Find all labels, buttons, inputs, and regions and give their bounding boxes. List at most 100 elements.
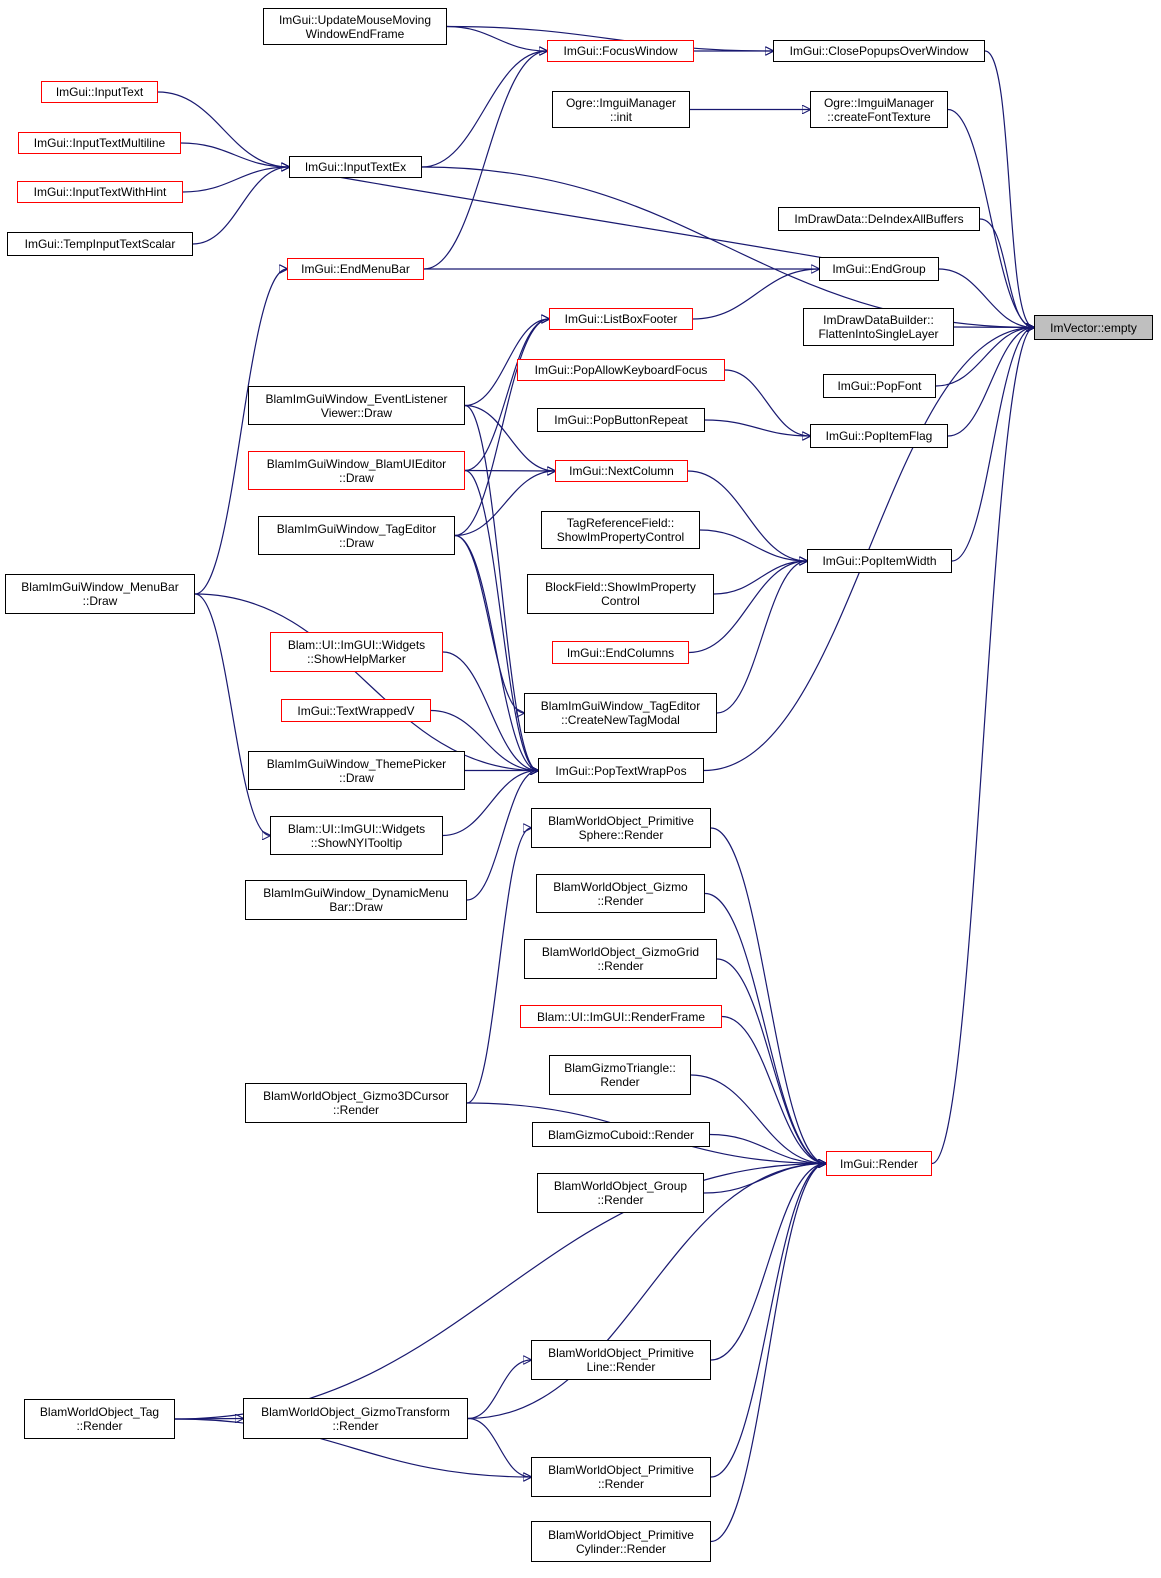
edge-tag-editor-draw-to-pop-text-wrap (454, 534, 538, 771)
edge-create-tag-modal-to-pop-item-width (716, 561, 807, 714)
edge-update-mouse-to-close-popups (446, 25, 773, 52)
graph-node-gizmo-triangle[interactable]: BlamGizmoTriangle:: Render (549, 1055, 691, 1095)
graph-node-end-group[interactable]: ImGui::EndGroup (819, 257, 939, 281)
edge-input-ex-to-empty (421, 166, 1034, 328)
edge-gizmo-3dcursor-to-prim-sphere (466, 828, 531, 1104)
edge-imgui-render-to-empty (931, 328, 1034, 1165)
graph-node-dynamic-menubar[interactable]: BlamImGuiWindow_DynamicMenu Bar::Draw (245, 880, 467, 920)
graph-node-render-frame[interactable]: Blam::UI::ImGUI::RenderFrame (520, 1005, 722, 1028)
graph-node-tag-ref-field[interactable]: TagReferenceField:: ShowImPropertyContro… (541, 511, 700, 549)
graph-node-tag-editor-draw[interactable]: BlamImGuiWindow_TagEditor ::Draw (258, 516, 455, 555)
graph-node-gizmo[interactable]: BlamWorldObject_Gizmo ::Render (536, 874, 705, 913)
edge-temp-scalar-to-input-ex (192, 167, 289, 245)
edge-pop-allow-kb-to-pop-item-flag (724, 369, 810, 436)
graph-node-pop-item-flag[interactable]: ImGui::PopItemFlag (810, 424, 948, 448)
graph-node-input-hint[interactable]: ImGui::InputTextWithHint (17, 181, 183, 203)
graph-node-pop-button-repeat[interactable]: ImGui::PopButtonRepeat (537, 408, 705, 432)
graph-node-help-marker[interactable]: Blam::UI::ImGUI::Widgets ::ShowHelpMarke… (270, 632, 443, 672)
edge-render-frame-to-imgui-render (721, 1015, 826, 1164)
graph-node-gizmo-3dcursor[interactable]: BlamWorldObject_Gizmo3DCursor ::Render (245, 1083, 467, 1123)
graph-node-next-column[interactable]: ImGui::NextColumn (555, 460, 688, 482)
graph-node-menubar-draw[interactable]: BlamImGuiWindow_MenuBar ::Draw (5, 574, 195, 614)
graph-node-focus-window[interactable]: ImGui::FocusWindow (547, 40, 694, 62)
graph-node-group-render[interactable]: BlamWorldObject_Group ::Render (537, 1173, 704, 1213)
graph-node-imgui-render[interactable]: ImGui::Render (826, 1151, 932, 1176)
edge-flatten-to-empty (953, 327, 1034, 328)
graph-node-listbox-footer[interactable]: ImGui::ListBoxFooter (549, 308, 693, 330)
edge-menubar-draw-to-nyi-tooltip (194, 593, 270, 836)
graph-node-gizmo-transform[interactable]: BlamWorldObject_GizmoTransform ::Render (243, 1398, 468, 1439)
graph-node-close-popups[interactable]: ImGui::ClosePopupsOverWindow (773, 40, 985, 62)
graph-node-nyi-tooltip[interactable]: Blam::UI::ImGUI::Widgets ::ShowNYIToolti… (270, 816, 443, 855)
edge-blam-ui-editor-to-next-column (464, 471, 555, 472)
graph-node-end-columns[interactable]: ImGui::EndColumns (552, 641, 689, 664)
graph-node-pop-item-width[interactable]: ImGui::PopItemWidth (807, 549, 952, 573)
graph-node-block-field[interactable]: BlockField::ShowImProperty Control (527, 574, 714, 614)
edge-end-group-to-empty (938, 268, 1034, 328)
edge-tag-ref-field-to-pop-item-width (699, 529, 807, 561)
edge-gizmo-triangle-to-imgui-render (690, 1074, 826, 1164)
edge-tag-editor-draw-to-next-column (454, 471, 555, 537)
edge-listbox-footer-to-end-group (692, 269, 819, 320)
graph-node-pop-allow-kb[interactable]: ImGui::PopAllowKeyboardFocus (517, 359, 725, 381)
edge-next-column-to-pop-item-width (687, 470, 807, 561)
edge-prim-line-to-imgui-render (710, 1164, 826, 1361)
edge-gizmo-grid-to-imgui-render (716, 958, 826, 1164)
edge-nyi-tooltip-to-pop-text-wrap (442, 771, 538, 837)
graph-node-input-text[interactable]: ImGui::InputText (41, 81, 158, 103)
graph-node-deindex[interactable]: ImDrawData::DeIndexAllBuffers (778, 207, 980, 231)
edge-input-text-to-input-ex (157, 91, 289, 167)
graph-node-ogre-font[interactable]: Ogre::ImguiManager ::createFontTexture (810, 91, 948, 128)
edge-pop-item-width-to-empty (951, 328, 1034, 562)
graph-node-input-ex[interactable]: ImGui::InputTextEx (289, 156, 422, 178)
edge-end-columns-to-pop-item-width (688, 561, 807, 654)
edge-gizmo-transform-to-imgui-render (467, 1164, 826, 1420)
edge-prim-cylinder-to-imgui-render (710, 1164, 826, 1543)
edge-menubar-draw-to-end-menubar (194, 269, 287, 595)
edge-help-marker-to-pop-text-wrap (442, 651, 538, 771)
edge-event-listener-to-next-column (464, 404, 555, 472)
edge-tag-render-to-imgui-render (174, 1164, 826, 1420)
edge-pop-button-repeat-to-pop-item-flag (704, 419, 810, 436)
edge-input-hint-to-input-ex (182, 167, 289, 193)
edge-update-mouse-to-focus-window (446, 25, 547, 52)
edge-tag-editor-draw-to-listbox-footer (454, 319, 549, 537)
graph-node-end-menubar[interactable]: ImGui::EndMenuBar (287, 258, 424, 280)
edge-pop-item-flag-to-empty (947, 328, 1034, 437)
graph-node-theme-picker[interactable]: BlamImGuiWindow_ThemePicker ::Draw (248, 751, 465, 790)
graph-node-prim-render[interactable]: BlamWorldObject_Primitive ::Render (531, 1457, 711, 1497)
graph-node-gizmo-grid[interactable]: BlamWorldObject_GizmoGrid ::Render (524, 939, 717, 979)
edge-gizmo-to-imgui-render (704, 892, 826, 1164)
graph-node-prim-cylinder[interactable]: BlamWorldObject_Primitive Cylinder::Rend… (531, 1521, 711, 1562)
graph-node-event-listener[interactable]: BlamImGuiWindow_EventListener Viewer::Dr… (248, 386, 465, 425)
graph-node-input-multiline[interactable]: ImGui::InputTextMultiline (18, 132, 181, 154)
edge-text-wrapped-to-pop-text-wrap (430, 709, 538, 771)
edge-dynamic-menubar-to-pop-text-wrap (466, 771, 538, 901)
graph-node-ogre-init[interactable]: Ogre::ImguiManager ::init (552, 91, 690, 128)
edge-input-ex-to-focus-window (421, 51, 547, 168)
edge-prim-render-to-imgui-render (710, 1164, 826, 1478)
graph-node-blam-ui-editor[interactable]: BlamImGuiWindow_BlamUIEditor ::Draw (248, 451, 465, 490)
edge-gizmo-cuboid-to-imgui-render (709, 1133, 826, 1164)
edge-event-listener-to-listbox-footer (464, 319, 549, 407)
edge-prim-sphere-to-imgui-render (710, 827, 826, 1164)
graph-node-update-mouse[interactable]: ImGui::UpdateMouseMoving WindowEndFrame (263, 8, 447, 45)
graph-node-prim-line[interactable]: BlamWorldObject_Primitive Line::Render (531, 1340, 711, 1380)
edge-gizmo-transform-to-prim-render (467, 1417, 531, 1478)
graph-node-tag-render[interactable]: BlamWorldObject_Tag ::Render (24, 1399, 175, 1439)
graph-node-prim-sphere[interactable]: BlamWorldObject_Primitive Sphere::Render (531, 808, 711, 848)
graph-node-flatten[interactable]: ImDrawDataBuilder:: FlattenIntoSingleLay… (803, 308, 954, 346)
graph-node-pop-font[interactable]: ImGui::PopFont (823, 374, 936, 398)
graph-node-text-wrapped[interactable]: ImGui::TextWrappedV (281, 699, 431, 722)
graph-node-temp-scalar[interactable]: ImGui::TempInputTextScalar (7, 232, 193, 256)
edge-event-listener-to-pop-text-wrap (464, 404, 538, 771)
graph-node-pop-text-wrap[interactable]: ImGui::PopTextWrapPos (538, 758, 704, 783)
graph-node-create-tag-modal[interactable]: BlamImGuiWindow_TagEditor ::CreateNewTag… (524, 693, 717, 733)
edge-end-menubar-to-focus-window (423, 51, 547, 270)
graph-node-gizmo-cuboid[interactable]: BlamGizmoCuboid::Render (532, 1122, 710, 1147)
edge-block-field-to-pop-item-width (713, 561, 807, 595)
edge-blam-ui-editor-to-pop-text-wrap (464, 469, 538, 771)
graph-node-empty[interactable]: ImVector::empty (1034, 315, 1153, 340)
edge-gizmo-transform-to-prim-line (467, 1360, 531, 1420)
